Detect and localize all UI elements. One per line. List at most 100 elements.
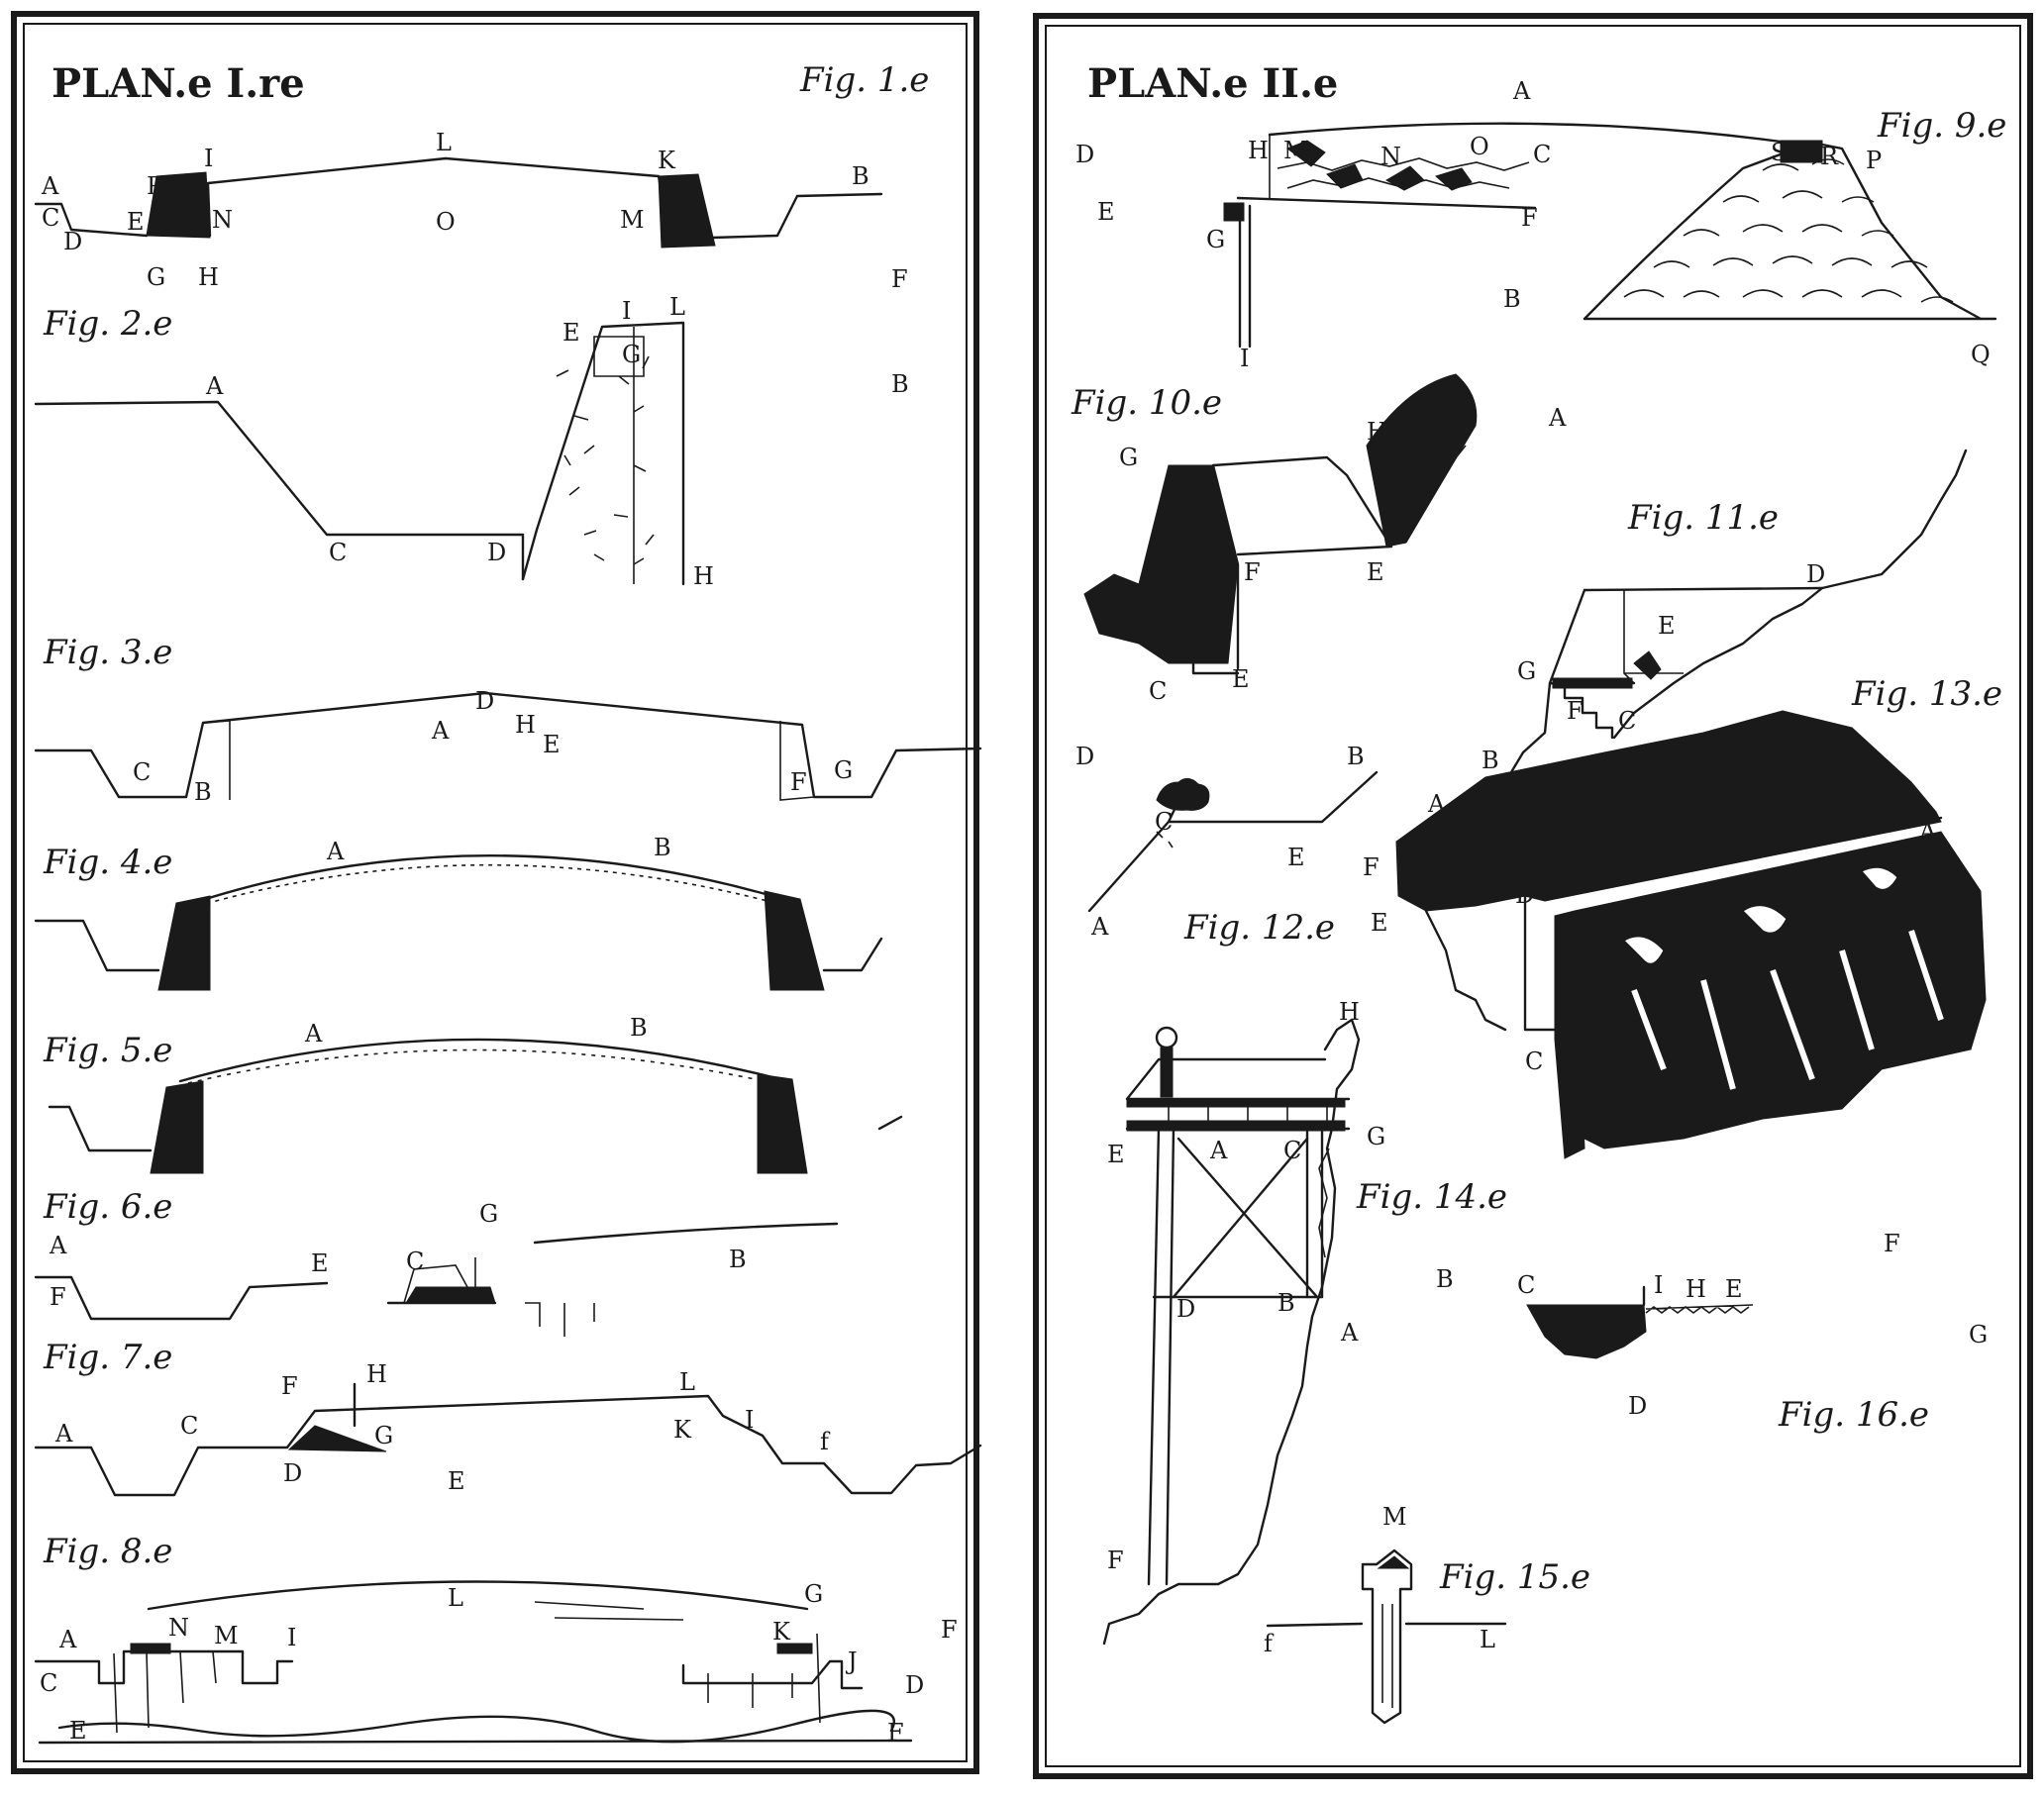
fig7-label-l: L bbox=[679, 1368, 695, 1396]
fig10-label-h: H bbox=[1367, 418, 1387, 446]
fig5-title: Fig. 5.e bbox=[43, 1031, 172, 1070]
fig15-title: Fig. 15.e bbox=[1439, 1557, 1590, 1597]
fig4-label-a: A bbox=[326, 838, 345, 865]
fig16-drawing: Fig. 16.e B C D E F G H I bbox=[1436, 1230, 1988, 1435]
fig1-label-l: L bbox=[436, 129, 452, 156]
fig3-label-h: H bbox=[515, 711, 536, 739]
fig9-label-h: H bbox=[1248, 137, 1269, 164]
fig11-label-f: F bbox=[1567, 697, 1584, 725]
fig14-label-b: B bbox=[1278, 1289, 1295, 1317]
fig9-label-c: C bbox=[1533, 141, 1551, 168]
fig9-label-n: N bbox=[1380, 143, 1401, 170]
fig6-label-g: G bbox=[479, 1200, 498, 1228]
fig1-label-c: C bbox=[42, 204, 59, 232]
fig4-drawing: Fig. 4.e A B bbox=[34, 834, 883, 991]
fig6-label-f: F bbox=[50, 1283, 66, 1311]
fig14-label-g: G bbox=[1367, 1123, 1385, 1150]
fig8-label-n: N bbox=[168, 1614, 189, 1642]
fig6-label-b: B bbox=[729, 1246, 747, 1273]
fig1-label-d: D bbox=[63, 228, 82, 255]
fig5-label-b: B bbox=[630, 1014, 648, 1042]
fig16-label-d: D bbox=[1628, 1392, 1647, 1420]
fig1-label-i: I bbox=[204, 145, 213, 172]
fig2-label-h: H bbox=[693, 562, 714, 590]
fig7-label-g: G bbox=[374, 1422, 393, 1449]
fig4-label-b: B bbox=[654, 834, 671, 861]
fig1-label-g: G bbox=[147, 263, 165, 291]
fig13-label-a: A bbox=[1918, 818, 1937, 846]
fig9-label-a: A bbox=[1512, 77, 1531, 105]
fig13-drawing: Fig. 13.e A B C D E F bbox=[1363, 674, 2002, 1159]
fig11-title: Fig. 11.e bbox=[1627, 498, 1779, 538]
fig16-label-c: C bbox=[1517, 1271, 1535, 1299]
fig7-label-e: E bbox=[448, 1467, 465, 1495]
fig3-label-g: G bbox=[834, 756, 853, 784]
fig3-drawing: Fig. 3.e C B A D H E F G bbox=[34, 633, 982, 806]
fig8-label-j: J bbox=[845, 1648, 858, 1675]
fig3-label-b: B bbox=[194, 778, 212, 806]
fig14-label-c: C bbox=[1283, 1137, 1301, 1164]
fig9-label-f: F bbox=[1521, 204, 1538, 232]
fig2-label-d: D bbox=[487, 539, 506, 566]
fig3-label-d: D bbox=[475, 687, 494, 715]
fig8-title: Fig. 8.e bbox=[43, 1532, 172, 1571]
fig14-label-d: D bbox=[1176, 1295, 1195, 1323]
fig1-drawing: Fig. 1.e A B C D E F G H I K L M N O P bbox=[34, 60, 929, 293]
fig8-label-f: F bbox=[941, 1616, 958, 1644]
fig16-label-f: F bbox=[1884, 1230, 1900, 1257]
fig1-label-p: P bbox=[147, 172, 162, 200]
fig9-label-b: B bbox=[1503, 285, 1521, 313]
fig14-drawing: Fig. 14.e A B C D E F G H A bbox=[1102, 998, 1507, 1646]
fig13-label-b: B bbox=[1684, 994, 1701, 1022]
fig3-label-f: F bbox=[790, 768, 807, 796]
fig16-label-i: I bbox=[1654, 1271, 1663, 1299]
fig6-label-e: E bbox=[311, 1249, 329, 1277]
fig12-title: Fig. 12.e bbox=[1183, 908, 1335, 948]
fig11-label-d: D bbox=[1806, 560, 1825, 588]
fig11-label-g: G bbox=[1517, 657, 1536, 685]
fig8-label-a: A bbox=[58, 1626, 77, 1653]
fig8-label-c: C bbox=[40, 1669, 57, 1697]
fig8-label-l: L bbox=[448, 1584, 463, 1612]
fig7-drawing: Fig. 7.e A C D E F G H I K L f bbox=[34, 1338, 982, 1497]
fig10-label-c: C bbox=[1149, 677, 1167, 705]
fig14-title: Fig. 14.e bbox=[1356, 1177, 1507, 1217]
fig7-label-i: I bbox=[745, 1406, 754, 1434]
fig14-label-f: F bbox=[1107, 1547, 1124, 1574]
fig16-label-e: E bbox=[1725, 1275, 1743, 1303]
fig1-label-e: E bbox=[127, 208, 145, 236]
fig2-label-a: A bbox=[205, 372, 224, 400]
fig9-label-g: G bbox=[1206, 226, 1225, 253]
fig9-label-d: D bbox=[1075, 141, 1094, 168]
fig6-label-a: A bbox=[49, 1232, 67, 1259]
fig8-label-f2: F bbox=[887, 1719, 904, 1747]
fig12-drawing: Fig. 12.e A B C D E bbox=[1075, 743, 1379, 948]
fig8-label-i: I bbox=[287, 1624, 296, 1651]
fig8-label-k: K bbox=[772, 1618, 791, 1646]
fig7-label-h: H bbox=[366, 1360, 387, 1388]
fig16-label-b: B bbox=[1436, 1265, 1454, 1293]
fig12-label-c: C bbox=[1155, 808, 1173, 836]
fig10-label-f: F bbox=[1244, 558, 1261, 586]
fig9-label-i: I bbox=[1240, 345, 1249, 372]
fig11-drawing: Fig. 11.e A B C D E F G bbox=[1427, 449, 1968, 818]
fig9-label-m: M bbox=[1283, 137, 1308, 164]
left-plate-title: PLAN.e I.re bbox=[51, 60, 305, 107]
fig1-label-a: A bbox=[41, 172, 59, 200]
fig9-label-e: E bbox=[1097, 198, 1115, 226]
fig15-drawing: Fig. 15.e M f L bbox=[1264, 1503, 1590, 1725]
fig16-label-g: G bbox=[1969, 1321, 1988, 1348]
fig10-label-g: G bbox=[1119, 444, 1138, 471]
fig7-label-f2: f bbox=[820, 1428, 831, 1455]
fig6-label-c: C bbox=[406, 1248, 424, 1275]
fig1-label-b: B bbox=[852, 162, 869, 190]
fig9-label-p: P bbox=[1866, 147, 1882, 174]
fig2-drawing: Fig. 2.e A B C D E G H I L bbox=[34, 293, 909, 590]
fig8-label-m: M bbox=[214, 1622, 239, 1649]
fig3-label-c: C bbox=[133, 758, 151, 786]
fig9-label-o: O bbox=[1470, 133, 1489, 160]
fig12-label-e: E bbox=[1287, 844, 1305, 871]
fig14-label-e: E bbox=[1107, 1141, 1125, 1168]
fig15-label-l: L bbox=[1480, 1626, 1495, 1653]
